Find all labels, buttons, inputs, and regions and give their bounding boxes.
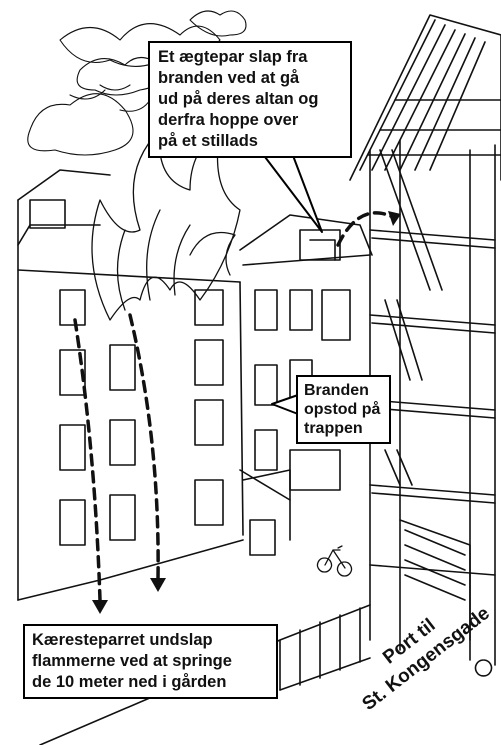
callout-line: opstod på <box>304 401 381 418</box>
callout-line: på et stillads <box>158 132 258 150</box>
arrowhead-left <box>92 600 108 614</box>
callout-balcony-escape: Et ægtepar slap fra branden ved at gå ud… <box>148 41 352 158</box>
callout-line: derfra hoppe over <box>158 111 299 129</box>
bicycle <box>316 545 353 577</box>
callout-line: flammerne ved at springe <box>32 652 232 670</box>
smoke <box>27 10 247 156</box>
arrowhead-middle <box>150 578 166 592</box>
roof-right <box>349 14 501 181</box>
jump-paths <box>73 211 397 602</box>
jump-path-middle <box>128 313 160 580</box>
middle-building <box>239 214 373 556</box>
callout-line: Branden <box>304 382 369 399</box>
right-callout-pointer <box>271 394 299 415</box>
callout-line: trappen <box>304 420 363 437</box>
top-callout-pointer <box>261 152 323 233</box>
arrowhead-balcony <box>388 211 401 226</box>
callout-line: Et ægtepar slap fra <box>158 48 308 66</box>
callout-couple-jump: Kæresteparret undslap flammerne ved at s… <box>23 624 278 699</box>
callout-line: de 10 meter ned i gården <box>32 673 227 691</box>
left-building <box>17 169 291 601</box>
callout-fire-origin: Branden opstod på trappen <box>296 375 391 444</box>
jump-path-balcony <box>336 211 397 247</box>
flames <box>91 129 241 321</box>
callout-pointers <box>261 152 323 415</box>
callout-line: branden ved at gå <box>158 69 300 87</box>
arrowheads <box>92 211 401 614</box>
callout-line: ud på deres altan og <box>158 90 319 108</box>
callout-line: Kæresteparret undslap <box>32 631 213 649</box>
jump-path-left <box>73 318 102 602</box>
